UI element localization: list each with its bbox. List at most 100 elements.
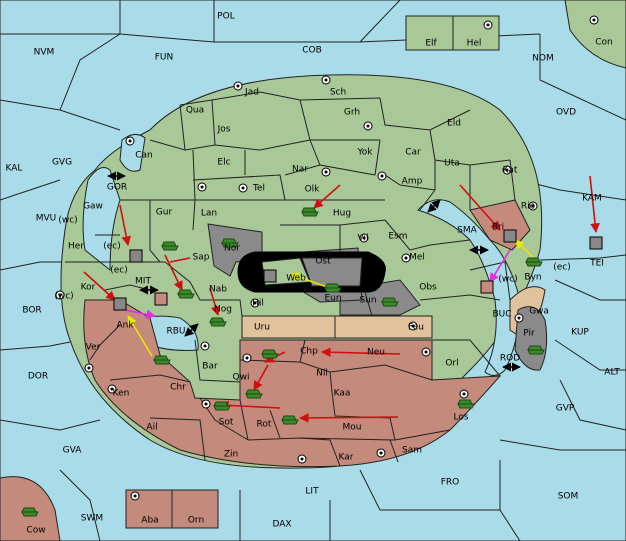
province-sam-61: Sam [402,446,422,456]
sea-kam-9: KAM [582,194,602,204]
province-sun-37: Sun [359,296,376,306]
sea-fro-30: FRO [441,478,460,488]
province-grh-6: Grh [344,108,360,118]
province-kor-34: Kor [81,283,96,293]
province-neu-49: Neu [367,348,385,358]
sea-ec-21: (ec) [553,263,571,273]
province-sot-57: Sot [219,418,234,428]
sea-ec-13: (ec) [103,242,121,252]
province-obs-38: Obs [419,283,437,293]
province-lan-20: Lan [201,209,217,219]
supply-centers [55,15,599,501]
province-elf[interactable] [405,15,454,51]
province-pir-45: Pir [523,329,535,339]
province-her-24: Her [68,242,84,252]
province-kat-14: Kat [503,166,518,176]
province-kar-63: Kar [339,453,354,463]
sea-tei-22: TEI [589,259,604,269]
province-cow-66: Cow [26,526,45,536]
province-ost[interactable] [301,257,363,287]
province-bar-47: Bar [202,362,218,372]
province-eun-35: Eun [324,294,341,304]
province-aba-64: Aba [141,516,158,526]
province-hug-21: Hug [333,209,351,219]
province-feu-44: Feu [408,323,424,333]
province-los-56: Los [453,413,468,423]
province-orn[interactable] [171,489,219,529]
province-yok-9: Yok [356,148,373,158]
province-chp-48: Chp [300,347,318,357]
province-kaa-54: Kaa [334,389,351,399]
sea-som-31: SOM [558,492,579,502]
province-feu[interactable] [334,315,433,339]
province-can-8: Can [135,151,153,161]
province-ver-46: Ver [86,343,101,353]
sea-rbu-18: RBU [166,327,185,337]
province-olk-16: Olk [305,185,321,195]
province-mou-59: Mou [343,423,362,433]
province-mel-32: Mel [409,253,425,263]
province-gur-19: Gur [156,208,173,218]
province-web-31: Web [286,274,306,284]
sea-buc-23: BUC [492,310,511,320]
province-ost-29: Ost [315,257,331,267]
province-gwa-40: Gwa [529,307,549,317]
province-gaw-18: Gaw [83,202,103,212]
sea-ovd-6: OVD [556,108,576,118]
strait-markers [107,171,521,372]
province-amp-17: Amp [402,177,423,187]
sea-nom-5: NOM [532,54,554,64]
sea-bor-17: BOR [22,306,41,316]
sea-labels: POLConFUNCOBNVMNOMOVDKALGVGKAMMVU(wc)GOR… [6,12,621,530]
sea-wc-20: (wc) [498,275,517,285]
province-boundaries [65,91,516,467]
region-impassable-center [207,223,263,277]
province-car-10: Car [405,148,421,158]
province-qwi-51: Qwi [233,373,250,383]
province-jos-5: Jos [217,125,231,135]
sea-lit-32: LIT [305,487,319,497]
province-chr-53: Chr [170,383,186,393]
province-ken-55: Ken [113,389,130,399]
province-hel-1: Hel [467,39,482,49]
sea-rod-25: ROD [500,354,520,364]
units [21,207,603,517]
sea-dor-27: DOR [28,372,48,382]
sea-swm-33: SWM [81,514,103,524]
gulf-can [119,134,146,172]
sea-fun-2: FUN [155,53,174,63]
province-ank-39: Ank [116,321,134,331]
province-jad-2: Jad [244,88,259,98]
province-eld-7: Eld [447,119,461,129]
sea-gvp-28: GVP [556,404,575,414]
province-nor-27: Nor [224,244,240,254]
province-rot-58: Rot [257,420,272,430]
province-vil-25: Vil [358,234,369,244]
sea-dax-34: DAX [272,520,291,530]
province-byn-33: Byn [524,273,541,283]
province-uru-43: Uru [254,323,270,333]
sea-wc-11: (wc) [58,216,77,226]
province-orn-65: Orn [188,516,204,526]
province-nar-12: Nar [292,165,308,175]
province-nil-52: Nil [316,369,328,379]
sea-kup-24: KUP [571,328,589,338]
sea-gvg-8: GVG [52,158,72,168]
province-skr-28: Skr [285,252,300,262]
province-elf-0: Elf [425,39,437,49]
sea-mvu-10: MVU [36,214,57,224]
province-esm-26: Esm [388,232,407,242]
province-rie-22: Rie [521,202,536,212]
province-nog-42: Nog [214,305,232,315]
province-hel[interactable] [452,15,500,51]
province-uta-13: Uta [444,159,460,169]
province-ail-60: Ail [146,423,157,433]
sea-cob-3: COB [302,46,322,56]
province-sch-3: Sch [330,88,346,98]
gulf-gor [82,167,121,272]
sea-nvm-4: NVM [34,48,55,58]
sea-con-1: Con [595,38,613,48]
